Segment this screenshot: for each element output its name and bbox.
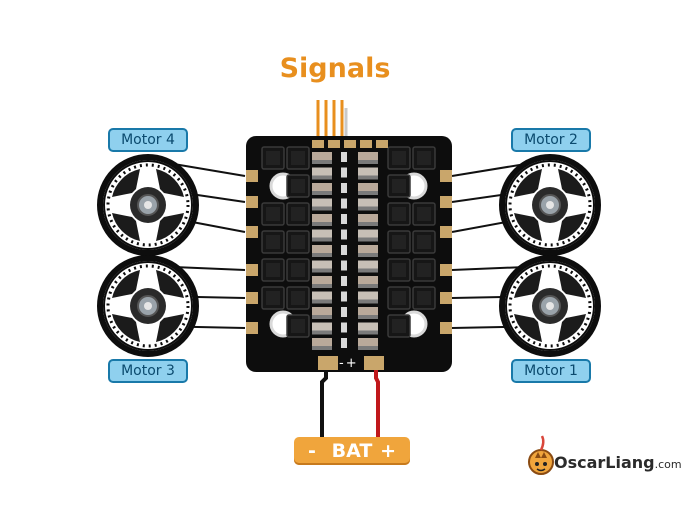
pad-polarity-marks: -+ bbox=[339, 356, 359, 371]
logo-tld: .com bbox=[654, 458, 682, 471]
signals-title: Signals bbox=[279, 53, 391, 84]
motor-4-label: Motor 4 bbox=[108, 128, 188, 152]
motor-4-icon bbox=[100, 157, 196, 253]
motor-1-label: Motor 1 bbox=[511, 359, 591, 383]
signal-wires bbox=[316, 100, 344, 142]
logo-text: OscarLiang.com bbox=[554, 452, 682, 476]
oscarliang-logo-icon bbox=[528, 435, 554, 475]
motor-3-label: Motor 3 bbox=[108, 359, 188, 383]
battery-wires bbox=[320, 370, 380, 440]
logo-name: OscarLiang bbox=[554, 453, 655, 472]
motor-2-icon bbox=[502, 157, 598, 253]
esc-board bbox=[246, 136, 452, 372]
battery-negative-sign: - bbox=[308, 440, 316, 462]
battery-label: - BAT + bbox=[294, 437, 410, 465]
motor-3-icon bbox=[100, 258, 196, 354]
motor-1-icon bbox=[502, 258, 598, 354]
battery-text: BAT bbox=[331, 440, 373, 462]
battery-positive-sign: + bbox=[380, 440, 396, 462]
motor-2-label: Motor 2 bbox=[511, 128, 591, 152]
